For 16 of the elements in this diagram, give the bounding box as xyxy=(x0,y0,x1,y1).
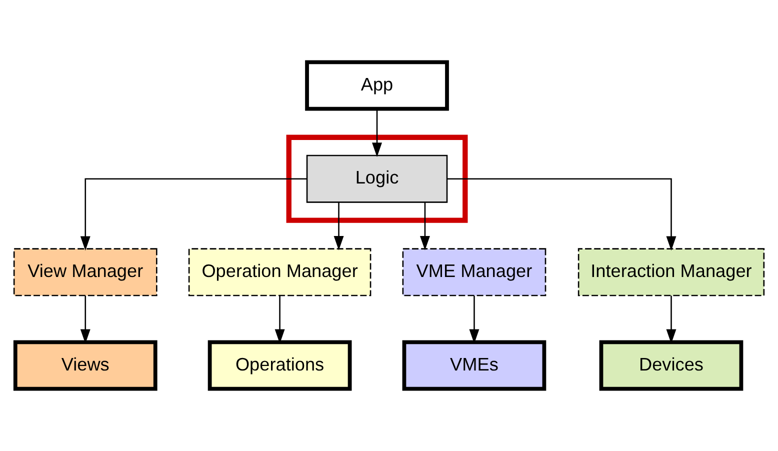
node-box: Devices xyxy=(599,340,744,391)
cluster xyxy=(286,134,468,223)
node-box: View Manager xyxy=(13,248,158,296)
node-box: Logic xyxy=(306,154,448,203)
arrow xyxy=(372,109,382,157)
node-box: Operations xyxy=(208,340,352,391)
node-box: Interaction Manager xyxy=(578,248,765,296)
node-box: App xyxy=(305,60,449,111)
node-box: VME Manager xyxy=(402,248,546,296)
arrow xyxy=(420,202,430,250)
node-box: VMEs xyxy=(402,340,546,391)
node-box: Views xyxy=(13,340,158,391)
arrow xyxy=(447,178,676,251)
arrow xyxy=(80,178,307,251)
node-box: Operation Manager xyxy=(188,248,372,296)
arrow xyxy=(334,202,344,250)
